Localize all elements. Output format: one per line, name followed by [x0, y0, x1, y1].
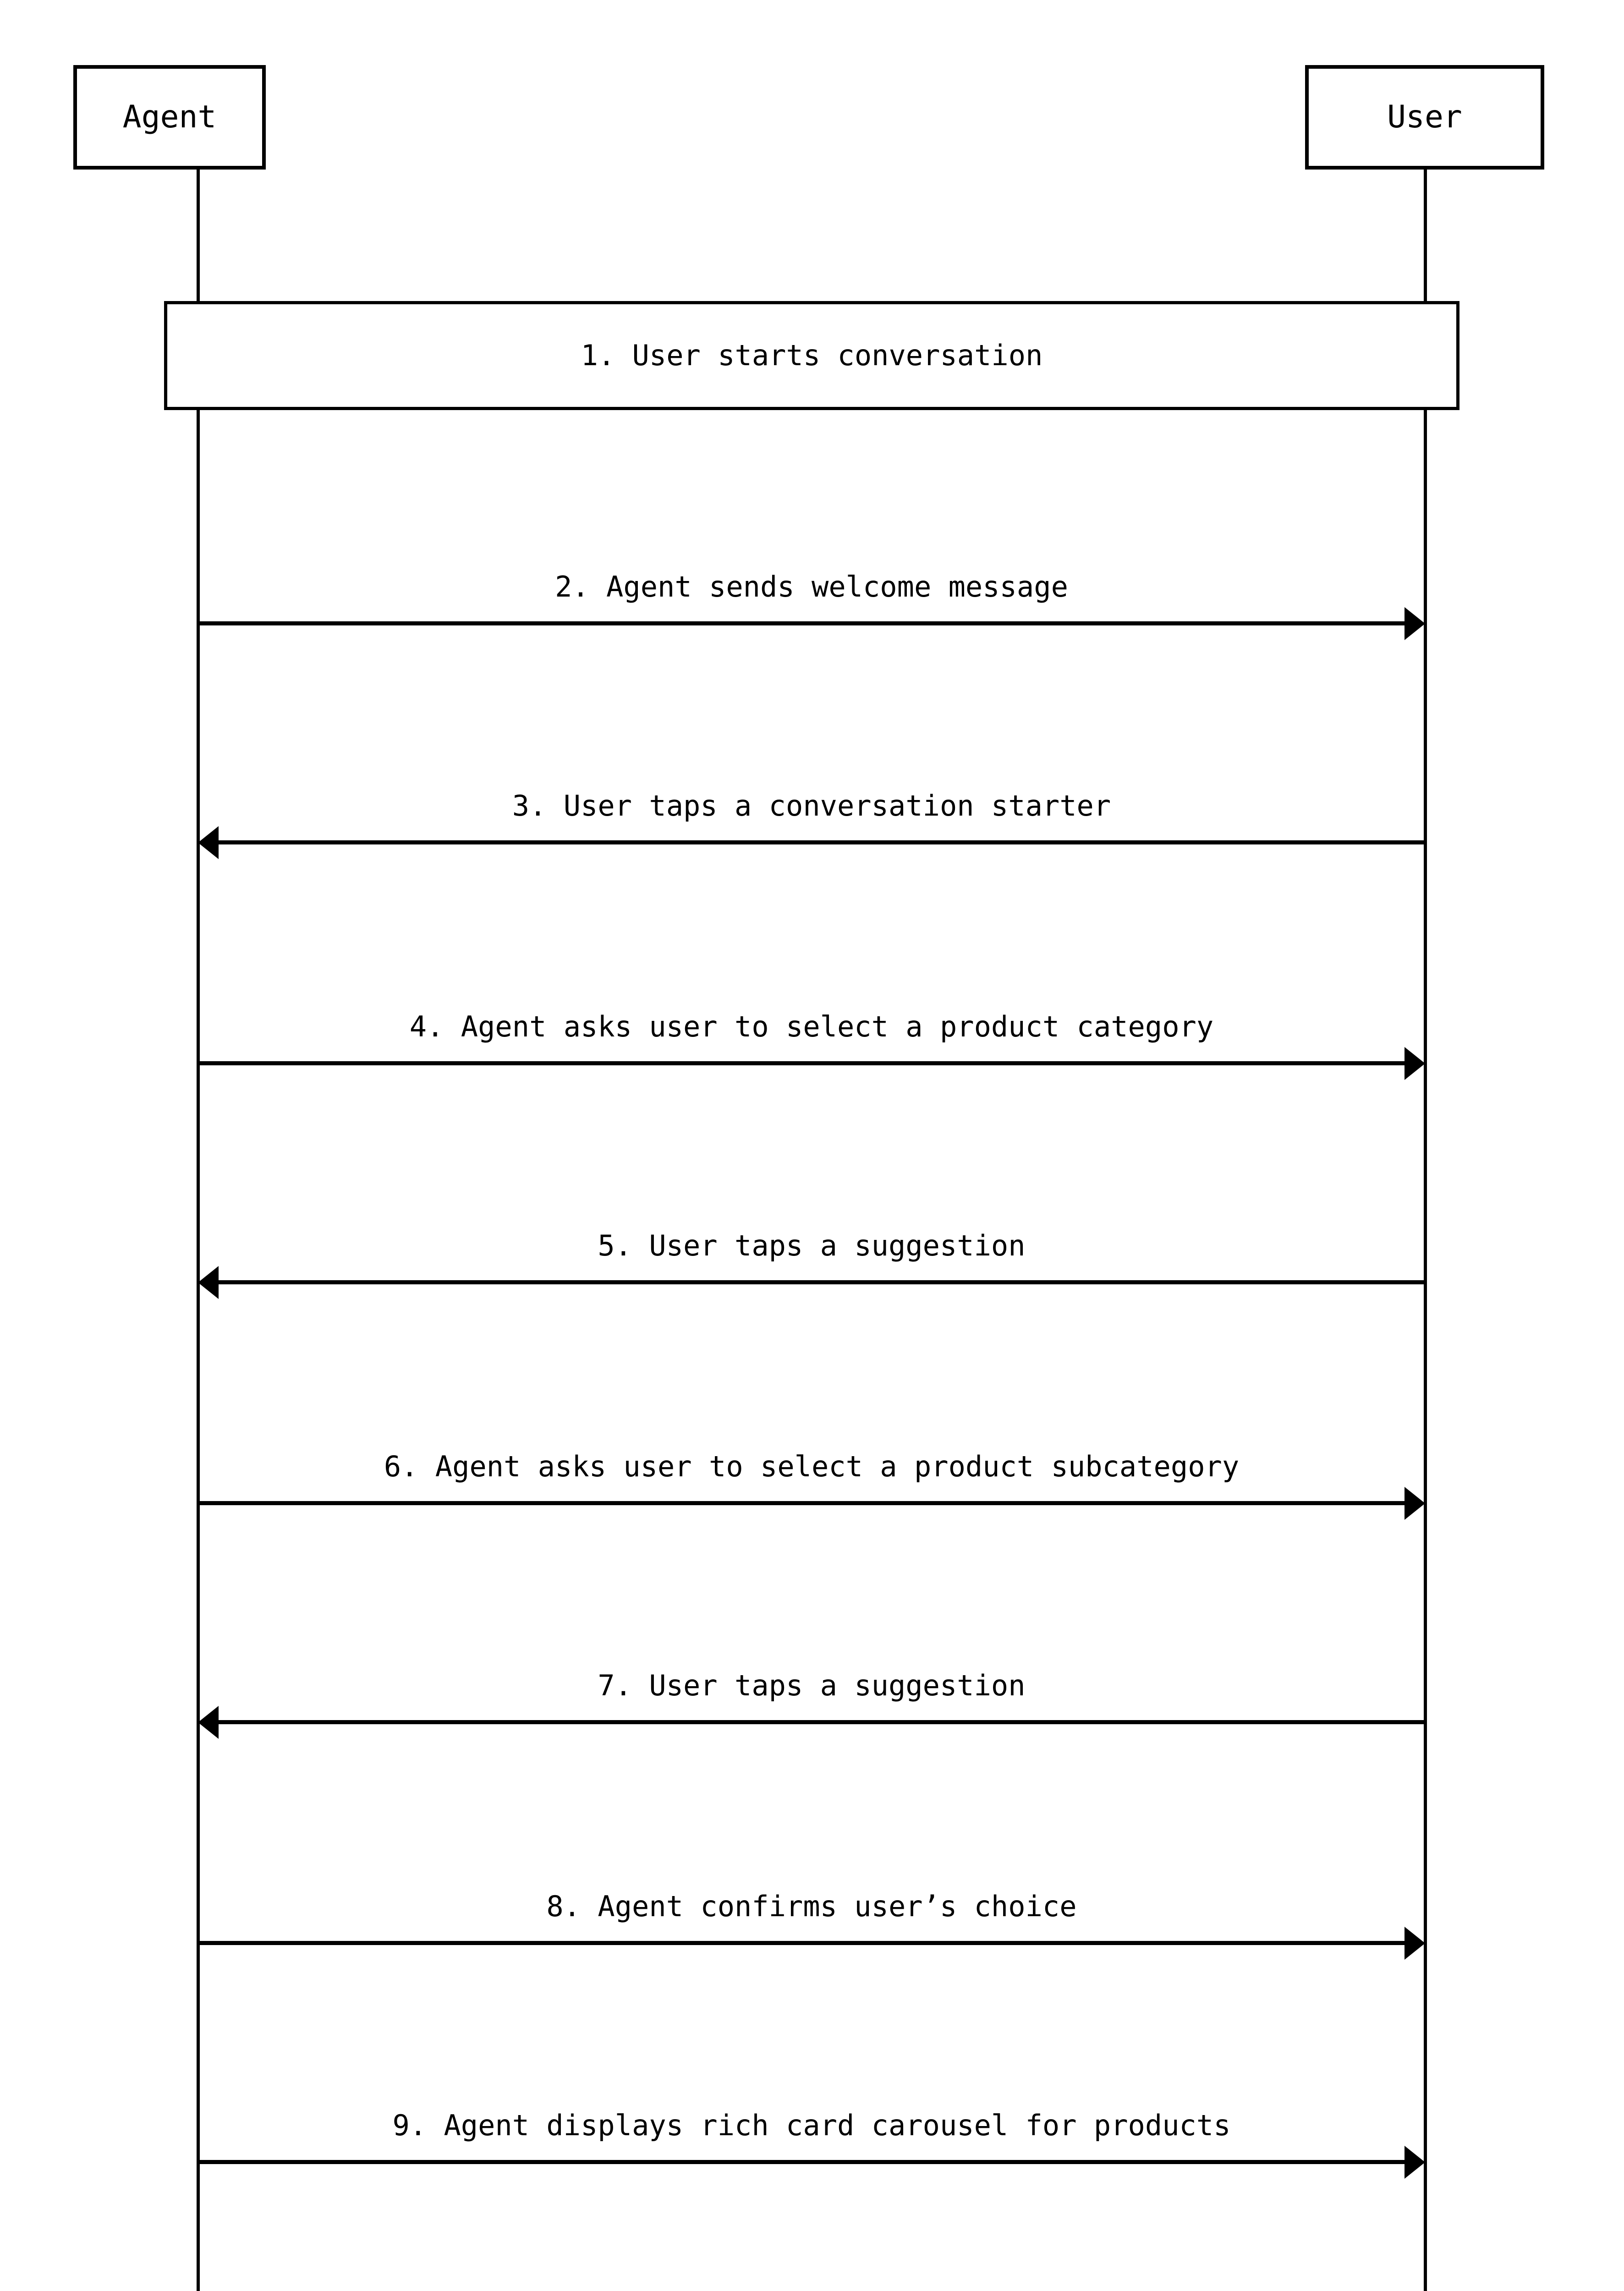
message-8-arrowhead-right: [1405, 1927, 1425, 1960]
message-3-line: [219, 840, 1425, 844]
message-7-line: [219, 1720, 1425, 1724]
message-2-arrowhead-right: [1405, 607, 1425, 640]
message-8-line: [198, 1941, 1405, 1945]
message-4-line: [198, 1061, 1405, 1065]
message-5-line: [219, 1280, 1425, 1284]
participant-label-agent-top: Agent: [122, 99, 217, 135]
message-6-label: 6. Agent asks user to select a product s…: [384, 1450, 1240, 1483]
message-3-arrowhead-left: [198, 826, 219, 859]
message-5-arrowhead-left: [198, 1266, 219, 1299]
message-7-label: 7. User taps a suggestion: [598, 1669, 1026, 1702]
note-label-step-1: 1. User starts conversation: [581, 339, 1043, 373]
participant-box-agent-top[interactable]: Agent: [73, 65, 266, 170]
lifeline-user: [1424, 170, 1427, 2291]
note-box-step-1[interactable]: 1. User starts conversation: [164, 301, 1459, 410]
message-5-label: 5. User taps a suggestion: [598, 1229, 1026, 1262]
message-4-label: 4. Agent asks user to select a product c…: [409, 1010, 1214, 1043]
message-2-line: [198, 621, 1405, 625]
message-9-line: [198, 2160, 1405, 2164]
message-8-label: 8. Agent confirms user’s choice: [546, 1890, 1077, 1923]
message-4-arrowhead-right: [1405, 1047, 1425, 1080]
participant-label-user-top: User: [1387, 99, 1462, 135]
message-7-arrowhead-left: [198, 1706, 219, 1739]
message-9-label: 9. Agent displays rich card carousel for…: [392, 2109, 1231, 2142]
message-2-label: 2. Agent sends welcome message: [555, 570, 1068, 603]
message-6-arrowhead-right: [1405, 1487, 1425, 1520]
message-9-arrowhead-right: [1405, 2146, 1425, 2179]
message-3-label: 3. User taps a conversation starter: [512, 789, 1111, 822]
message-6-line: [198, 1501, 1405, 1505]
participant-box-user-top[interactable]: User: [1305, 65, 1544, 170]
lifeline-agent: [197, 170, 200, 2291]
